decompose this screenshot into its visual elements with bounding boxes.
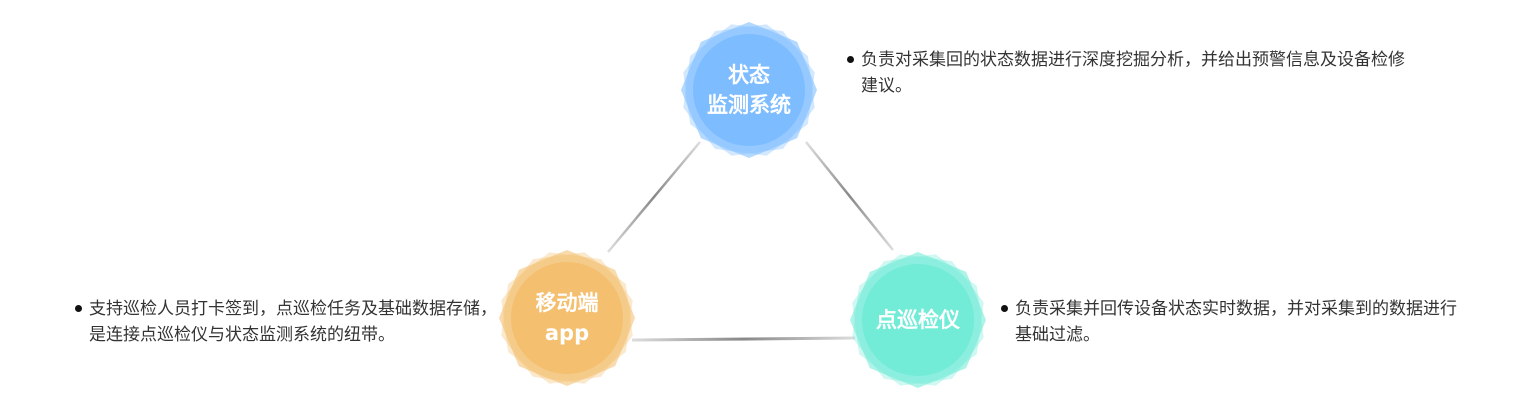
line-monitor-mobile bbox=[607, 141, 701, 253]
bullet-icon bbox=[847, 56, 854, 63]
node-title: app bbox=[544, 321, 590, 345]
node-monitoring-system: 状态监测系统 bbox=[679, 20, 819, 160]
desc-monitoring-system: 负责对采集回的状态数据进行深度挖掘分析，并给出预警信息及设备检修建议。 bbox=[847, 47, 1416, 99]
node-title: 点巡检仪 bbox=[876, 308, 960, 332]
line-mobile-inspector bbox=[631, 336, 856, 342]
node-mobile-app: 移动端 app bbox=[497, 248, 637, 388]
desc-inspector: 负责采集并回传设备状态实时数据，并对采集到的数据进行基础过滤。 bbox=[1001, 296, 1465, 348]
desc-mobile-app: 支持巡检人员打卡签到，点巡检任务及基础数据存储，是连接点巡检仪与状态监测系统的纽… bbox=[75, 296, 497, 348]
line-monitor-inspector bbox=[805, 141, 894, 251]
bullet-icon bbox=[75, 305, 82, 312]
node-inspector: 点巡检仪 bbox=[848, 250, 988, 390]
node-title: 移动端 bbox=[535, 291, 599, 315]
desc-text: 支持巡检人员打卡签到，点巡检任务及基础数据存储，是连接点巡检仪与状态监测系统的纽… bbox=[89, 299, 497, 345]
node-title: 监测系统 bbox=[707, 93, 791, 117]
node-circle bbox=[862, 264, 974, 376]
desc-text: 负责对采集回的状态数据进行深度挖掘分析，并给出预警信息及设备检修建议。 bbox=[861, 50, 1405, 96]
bullet-icon bbox=[1001, 305, 1008, 312]
node-circle bbox=[693, 34, 805, 146]
node-circle bbox=[511, 262, 623, 374]
node-title: 状态 bbox=[728, 63, 770, 87]
desc-text: 负责采集并回传设备状态实时数据，并对采集到的数据进行基础过滤。 bbox=[1015, 299, 1457, 345]
